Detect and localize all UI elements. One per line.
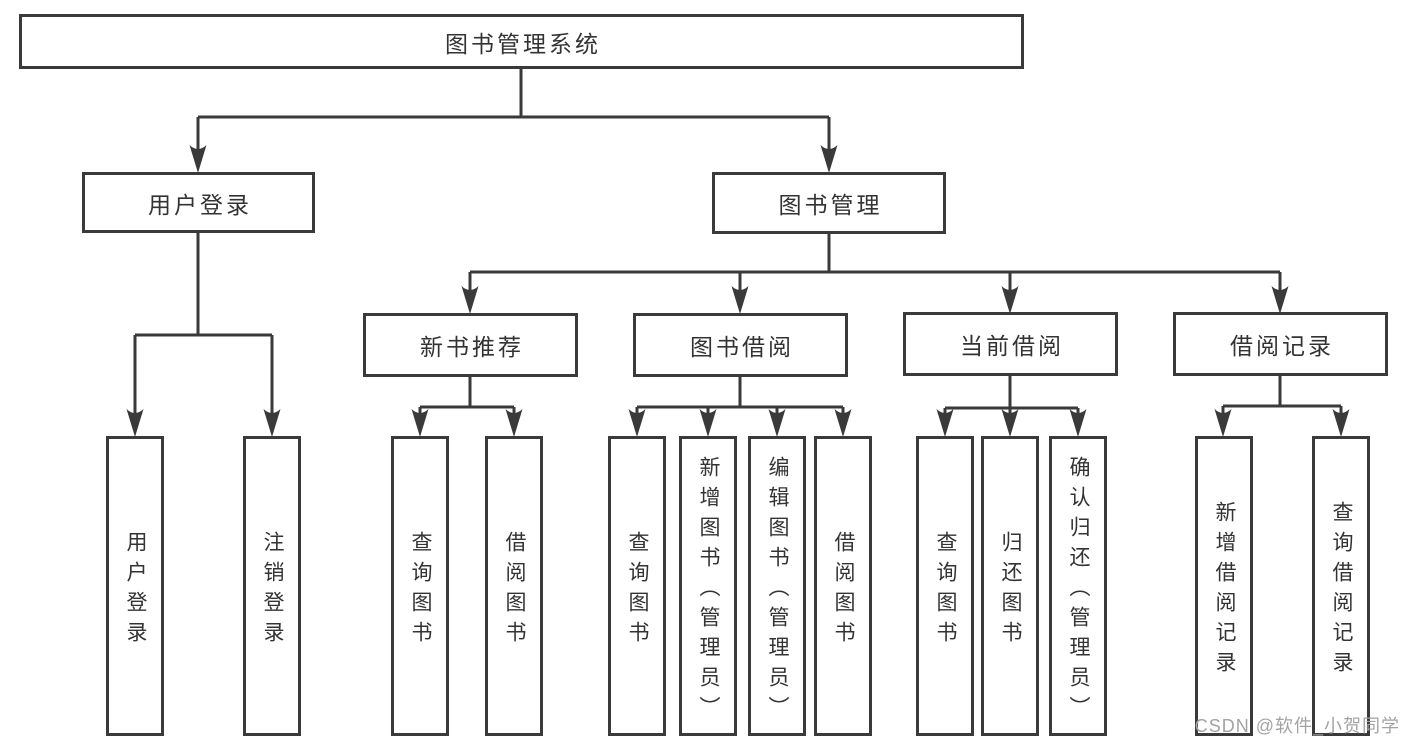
watermark: CSDN @软件_小贺同学 xyxy=(1194,716,1400,736)
leaf-user-login: 用户登录 xyxy=(106,436,164,736)
leaf-query-books-recommend: 查询图书 xyxy=(391,436,449,736)
node-book-management: 图书管理 xyxy=(712,172,946,234)
node-book-management-system: 图书管理系统 xyxy=(19,14,1024,69)
leaf-return-books: 归还图书 xyxy=(981,436,1039,736)
leaf-confirm-return-admin: 确认归还（管理员） xyxy=(1049,436,1107,736)
node-new-book-recommend: 新书推荐 xyxy=(363,313,578,377)
node-user-login: 用户登录 xyxy=(82,172,315,233)
leaf-query-books-borrowing: 查询图书 xyxy=(608,436,666,736)
leaf-edit-book-admin: 编辑图书（管理员） xyxy=(748,436,806,736)
leaf-add-borrow-record: 新增借阅记录 xyxy=(1195,436,1253,736)
node-current-borrowing: 当前借阅 xyxy=(903,312,1118,376)
leaf-borrow-books-recommend: 借阅图书 xyxy=(485,436,543,736)
leaf-query-borrow-record: 查询借阅记录 xyxy=(1312,436,1370,736)
leaf-add-book-admin: 新增图书（管理员） xyxy=(679,436,737,736)
leaf-logout: 注销登录 xyxy=(243,436,301,736)
leaf-query-books-current: 查询图书 xyxy=(916,436,974,736)
node-book-borrowing: 图书借阅 xyxy=(633,313,848,377)
node-borrowing-records: 借阅记录 xyxy=(1173,312,1388,376)
leaf-borrow-books-borrowing: 借阅图书 xyxy=(814,436,872,736)
